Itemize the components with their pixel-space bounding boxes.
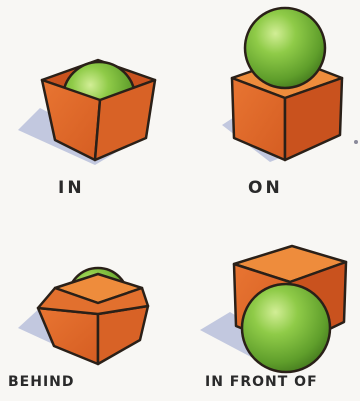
- caption-behind: BEHIND: [8, 374, 75, 390]
- caption-in-front-of: IN FRONT OF: [205, 374, 318, 390]
- scene-in-front-of: [200, 246, 346, 372]
- ball-icon: [242, 284, 330, 372]
- ball-icon: [245, 8, 325, 88]
- scene-on: [222, 8, 342, 162]
- edge-mark: [354, 140, 358, 144]
- scene-behind: [18, 268, 148, 364]
- box-front-right: [98, 306, 148, 364]
- caption-in: IN: [58, 178, 85, 198]
- scene-in: [18, 60, 155, 165]
- caption-on: ON: [248, 178, 283, 198]
